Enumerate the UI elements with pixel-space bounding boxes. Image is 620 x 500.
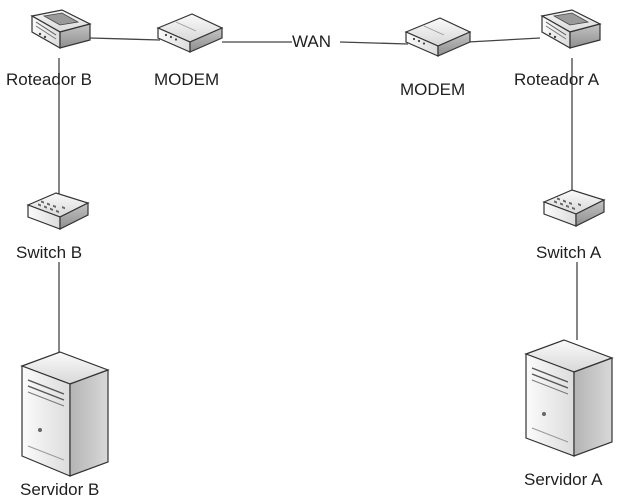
server-icon xyxy=(524,339,614,457)
server-icon xyxy=(20,351,110,477)
modem-icon xyxy=(404,17,472,57)
label-modem-a: MODEM xyxy=(400,80,466,99)
link-wan-right xyxy=(339,41,409,45)
link-roteador-b-modem xyxy=(89,37,161,41)
connection-lines xyxy=(58,37,578,352)
label-servidor-a: Servidor A xyxy=(524,470,603,489)
label-roteador-a: Roteador A xyxy=(514,70,600,89)
router-icon xyxy=(30,9,92,50)
label-modem-b: MODEM xyxy=(154,70,220,89)
label-roteador-b: Roteador B xyxy=(6,70,92,89)
label-servidor-b: Servidor B xyxy=(20,480,100,499)
label-switch-a: Switch A xyxy=(536,243,602,262)
link-modem-roteador-a xyxy=(467,37,541,43)
label-switch-b: Switch B xyxy=(16,243,83,262)
switch-icon xyxy=(542,189,606,227)
router-icon xyxy=(540,9,602,50)
label-wan: WAN xyxy=(292,32,332,51)
switch-icon xyxy=(26,192,90,230)
modem-icon xyxy=(156,13,224,53)
